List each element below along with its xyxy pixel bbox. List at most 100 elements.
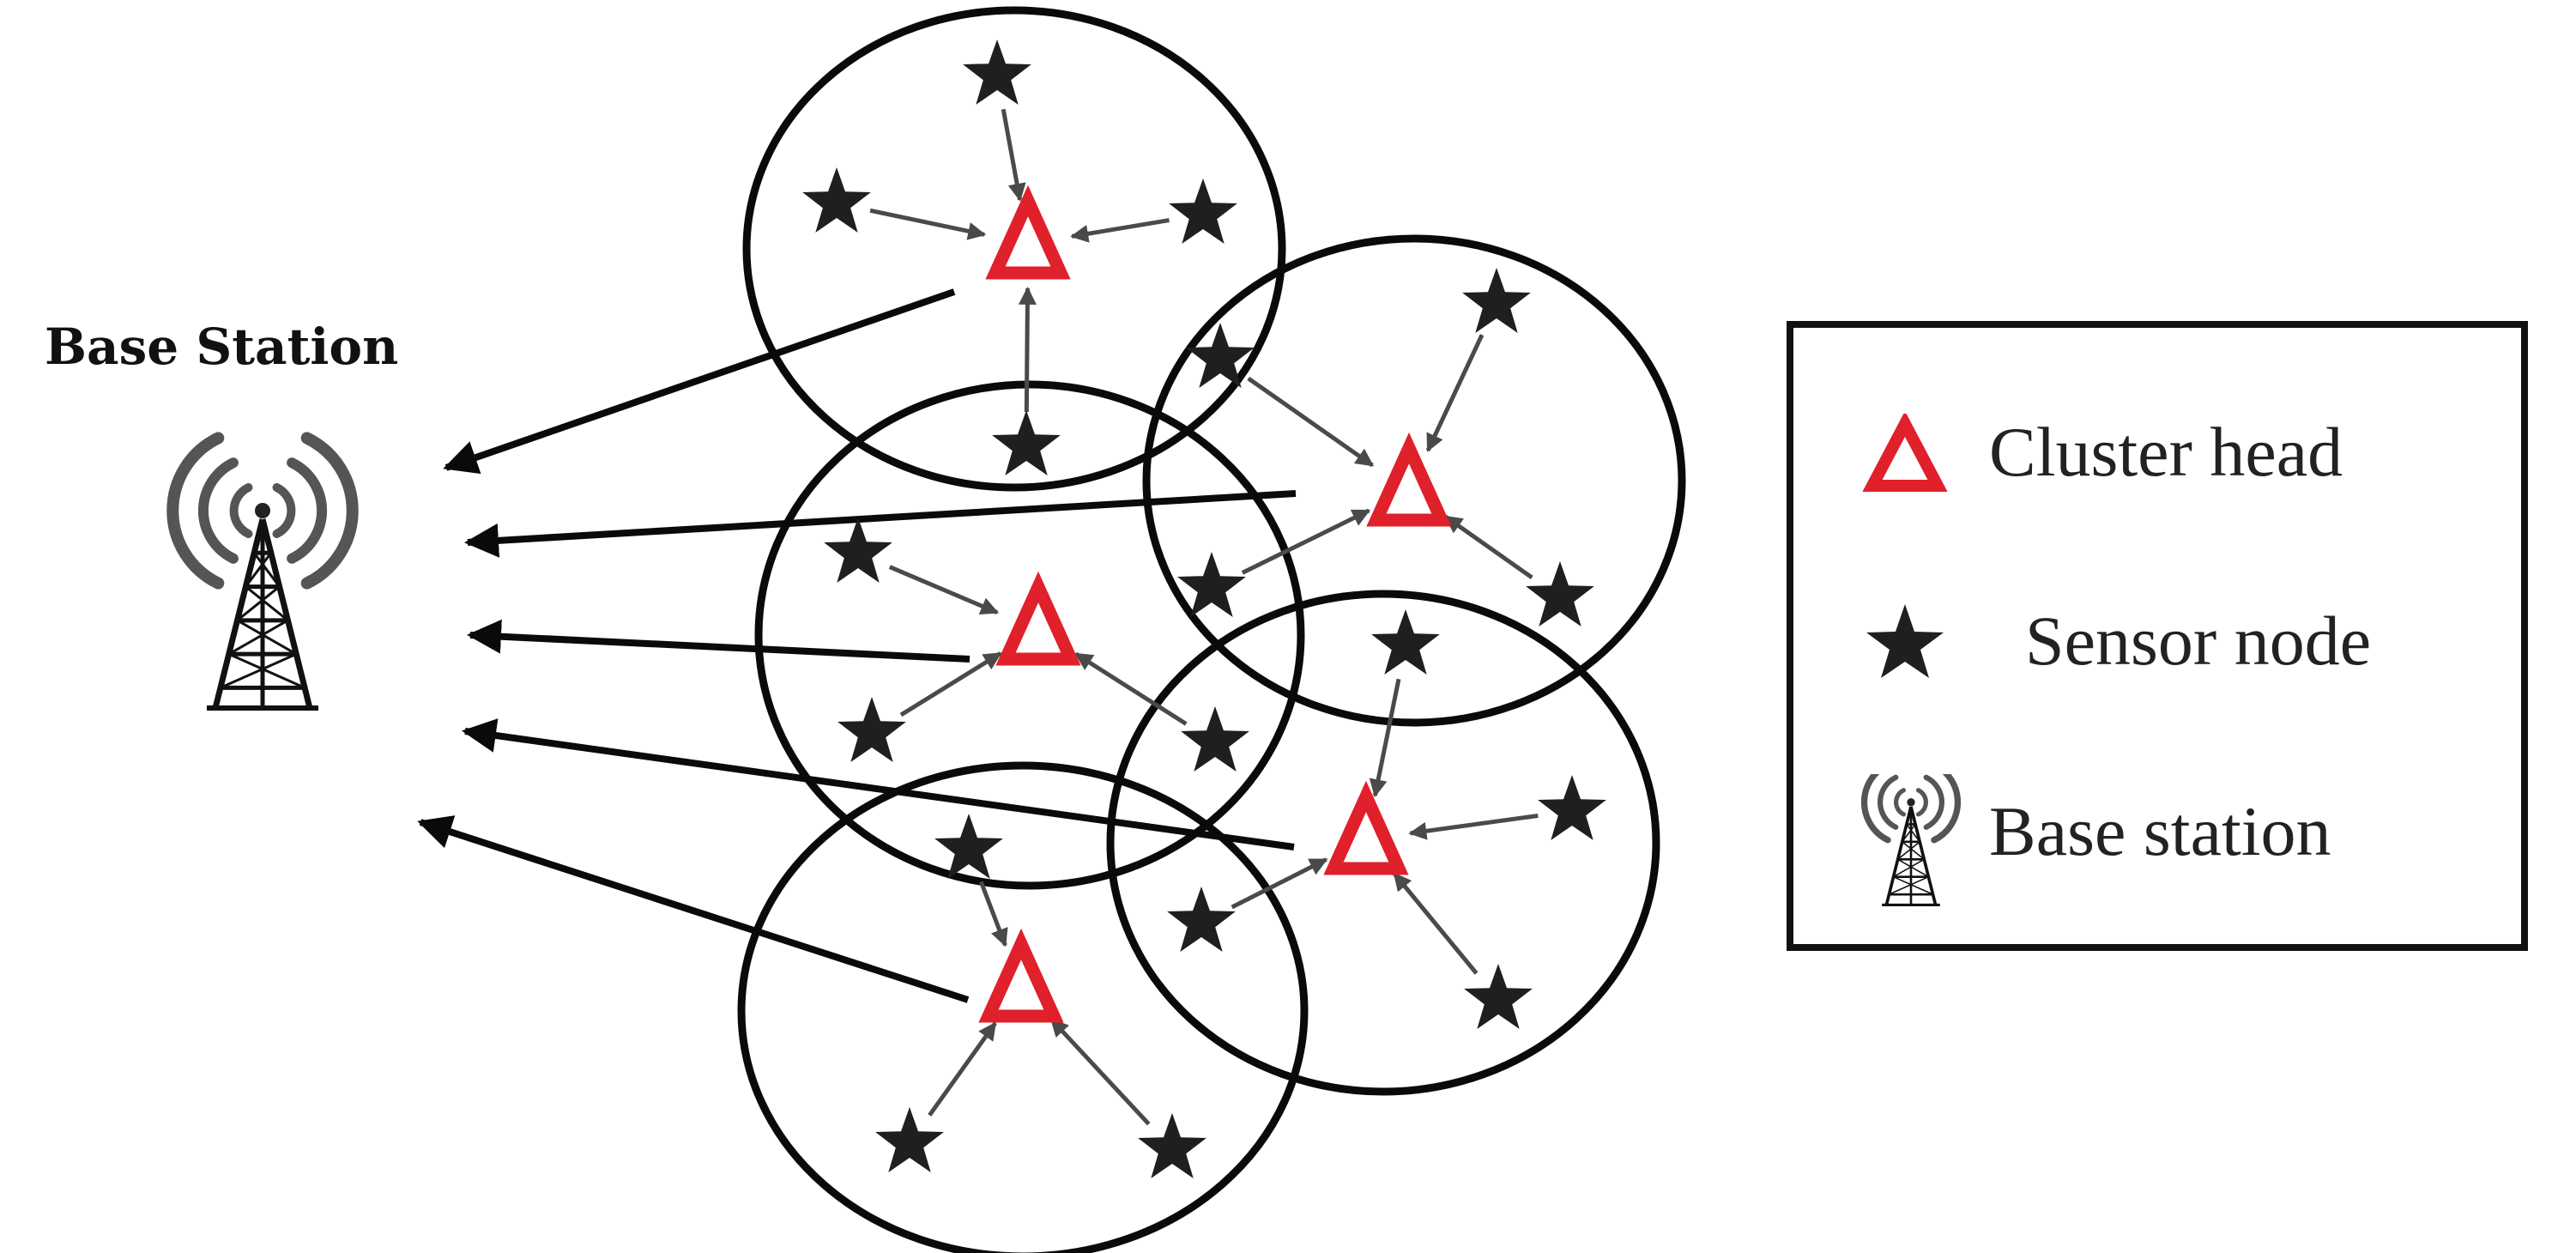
tower-brace: [1902, 823, 1916, 843]
sensor-node-star-icon: [1526, 561, 1594, 626]
tower-brace: [1897, 858, 1929, 878]
antenna-head: [255, 503, 270, 518]
sensor-node-star-icon: [1177, 552, 1246, 617]
base-station-tower-icon: [166, 432, 359, 711]
sensor-node-star-icon: [875, 1107, 944, 1172]
signal-wave: [1923, 774, 1945, 830]
sensor-to-head-arrow: [869, 208, 987, 240]
base-station-title: Base Station: [45, 318, 399, 376]
signal-wave: [300, 432, 359, 590]
sensor-to-head-arrow: [978, 881, 1008, 947]
sensor-to-head-arrow: [1241, 508, 1371, 575]
cluster-head-triangle-icon: [1323, 780, 1409, 875]
sensor-node-star-icon: [1169, 179, 1237, 244]
cluster-head-legend-label: Cluster head: [1989, 413, 2343, 491]
signal-wave: [1860, 774, 1891, 844]
tower-graphic: [1860, 774, 1962, 906]
base-station-legend-icon: [1860, 774, 1962, 906]
sensor-node-star-icon: [963, 39, 1031, 105]
signal-wave: [1877, 774, 1899, 830]
tower-brace: [236, 619, 298, 656]
tower-brace: [1906, 823, 1920, 843]
sensor-to-head-arrow: [1001, 108, 1026, 202]
head-to-base-arrow: [462, 718, 1295, 850]
signal-wave: [1894, 788, 1907, 817]
cluster-circle-2: [1142, 234, 1686, 727]
sensor-node-star-icon: [824, 518, 892, 583]
tower-brace: [1893, 876, 1933, 895]
sensor-node-star-icon: [1371, 609, 1440, 675]
cluster-to-base-links: [417, 288, 1297, 1003]
signal-wave: [166, 432, 225, 590]
tower-brace: [245, 552, 273, 588]
cluster-head-triangle-icon: [1366, 432, 1452, 527]
sensor-node-star-icon: [838, 697, 906, 762]
sensor-to-head-arrow: [888, 565, 1000, 615]
tower-brace: [1893, 858, 1925, 878]
sensor-to-head-arrow: [1018, 286, 1037, 413]
sensor-to-head-arrow: [1049, 1018, 1151, 1126]
head-to-base-arrow: [464, 490, 1297, 558]
signal-wave: [229, 483, 253, 538]
legend: Cluster head Sensor node Base station: [1787, 321, 2528, 951]
tower-leg: [212, 518, 266, 709]
cluster-head-legend-icon: [1862, 414, 1948, 492]
head-to-base-arrow: [443, 288, 956, 475]
tower-brace: [252, 552, 281, 588]
sensor-node-star-icon: [1186, 323, 1255, 388]
signal-wave: [1931, 774, 1962, 844]
sensor-to-head-arrow: [1369, 678, 1401, 798]
tower-brace: [1889, 876, 1929, 895]
signal-wave: [197, 457, 239, 564]
cluster-circle-5: [737, 761, 1309, 1253]
sensor-to-head-arrow: [1443, 514, 1533, 580]
cluster-head-triangle-icon: [978, 928, 1064, 1023]
signal-wave: [272, 483, 296, 538]
intra-cluster-links: [869, 108, 1539, 1126]
sensor-node-star-icon: [802, 167, 871, 233]
sensor-node-star-icon: [1181, 706, 1249, 772]
sensor-to-head-arrow: [1408, 813, 1539, 840]
sensor-node-star-icon: [1538, 775, 1606, 840]
head-to-base-arrow: [467, 619, 971, 663]
tower-brace: [220, 652, 297, 689]
cluster-boundaries: [737, 6, 1686, 1253]
sensor-to-head-arrow: [899, 651, 1002, 717]
cluster-circle-1: [742, 6, 1286, 492]
network-nodes: [802, 39, 1606, 1178]
sensor-to-head-arrow: [1247, 376, 1375, 468]
sensor-node-star-icon: [1462, 268, 1531, 333]
tower-brace: [1902, 841, 1925, 860]
tower-leg: [1909, 806, 1938, 905]
sensor-node-legend-icon: [1866, 604, 1944, 678]
cluster-head-triangle-icon: [995, 571, 1081, 666]
signal-wave: [1915, 788, 1928, 817]
cluster-circle-3: [754, 380, 1305, 890]
sensor-to-head-arrow: [1393, 872, 1478, 975]
antenna-head: [1907, 798, 1915, 807]
sensor-node-star-icon: [992, 410, 1061, 475]
sensor-node-star-icon: [1464, 964, 1533, 1029]
base-station-legend-label: Base station: [1989, 792, 2331, 870]
sensor-node-legend-label: Sensor node: [2025, 602, 2372, 680]
signal-wave: [287, 457, 328, 564]
cluster-circle-4: [1106, 590, 1660, 1096]
sensor-to-head-arrow: [1074, 651, 1188, 726]
cluster-head-triangle-icon: [985, 185, 1071, 280]
sensor-node-star-icon: [1138, 1113, 1206, 1178]
tower-leg: [1884, 806, 1913, 905]
sensor-to-head-arrow: [928, 1021, 997, 1117]
head-to-base-arrow: [417, 815, 970, 1003]
tower-brace: [227, 619, 289, 656]
sensor-to-head-arrow: [1231, 857, 1328, 910]
sensor-to-head-arrow: [1070, 218, 1170, 243]
tower-brace: [1897, 841, 1920, 860]
sensor-node-star-icon: [934, 814, 1003, 879]
tower-brace: [228, 652, 305, 689]
tower-graphic: [166, 432, 359, 711]
sensor-to-head-arrow: [1425, 334, 1485, 452]
sensor-node-star-icon: [1167, 887, 1236, 952]
tower-leg: [259, 518, 313, 709]
tower-brace: [245, 585, 289, 622]
